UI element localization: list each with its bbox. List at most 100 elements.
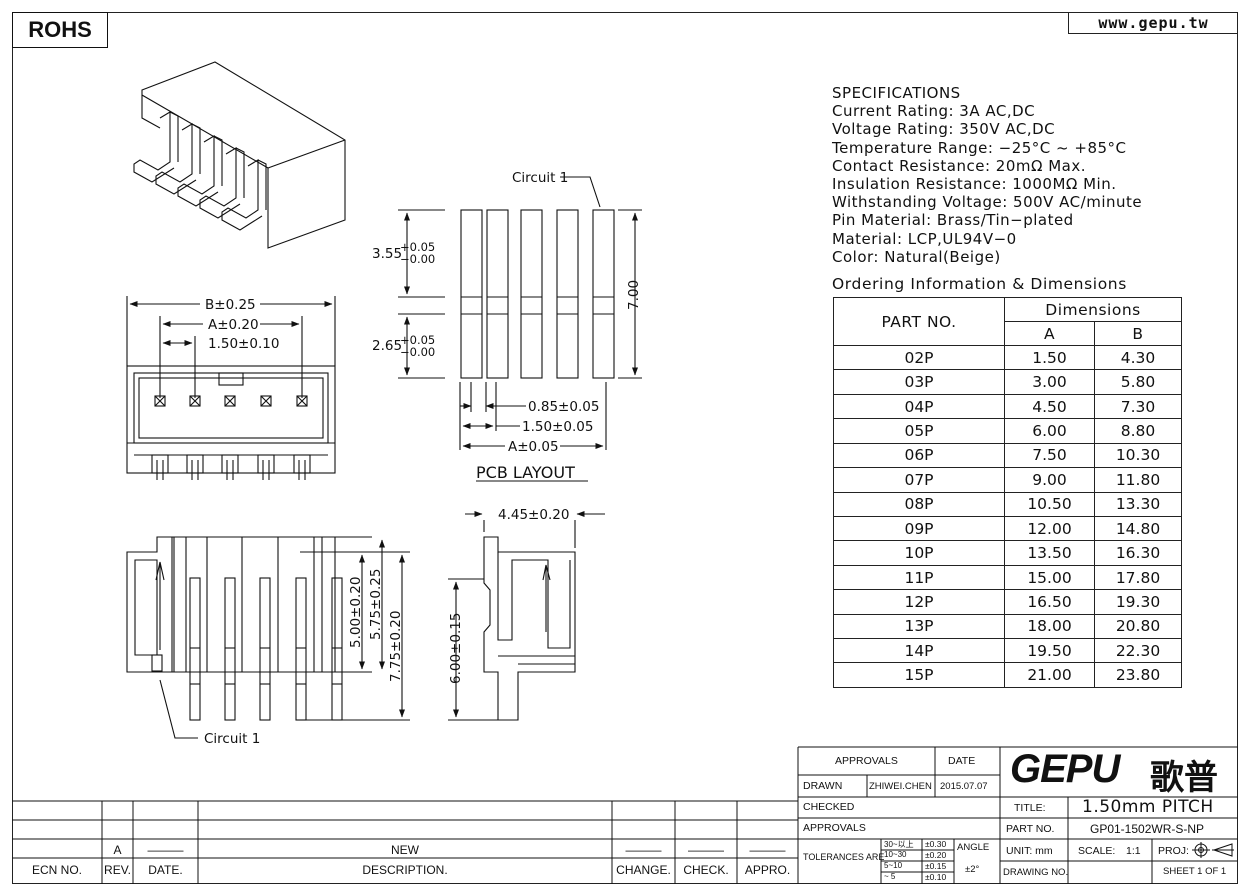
spec-line-insulation: Insulation Resistance: 1000MΩ Min. (832, 175, 1117, 194)
dim-a-cell: 15.00 (1004, 564, 1095, 591)
dim-b-cell: 17.80 (1094, 564, 1182, 591)
top-view (126, 296, 336, 480)
dim-a-cell: 1.50 (1004, 344, 1095, 371)
projection-symbol-icon (1192, 842, 1234, 858)
spec-line-material: Material: LCP,UL94V−0 (832, 229, 1017, 248)
dim-500-label: 5.00±0.20 (348, 577, 364, 648)
sheet-label: SHEET 1 OF 1 (1163, 866, 1227, 877)
top-view-pin-leg (226, 460, 234, 480)
gepu-logo-cjk: 歌普 (1150, 758, 1218, 798)
dim-a-cell: 21.00 (1004, 662, 1095, 688)
isometric-pin-edge (169, 111, 179, 162)
ecn-rev-header: REV. (104, 863, 131, 877)
top-view-pin-foot (186, 454, 204, 474)
checked-label: CHECKED (803, 801, 855, 813)
dim-a-cell: 12.00 (1004, 515, 1095, 542)
part-no-cell: 02P (833, 344, 1005, 371)
part-no-value[interactable]: GP01-1502WR-S-NP (1090, 822, 1205, 836)
top-view-contact-cross (189, 395, 201, 407)
isometric-pin (133, 111, 175, 183)
dim-085-label: 0.85±0.05 (528, 399, 599, 415)
part-no-cell: 10P (833, 540, 1005, 566)
spec-line-color: Color: Natural(Beige) (832, 247, 1001, 266)
ecn-appro-header: APPRO. (744, 863, 791, 877)
title-label: TITLE: (1014, 802, 1046, 814)
spec-line-withstanding: Withstanding Voltage: 500V AC/minute (832, 193, 1143, 212)
drawn-label: DRAWN (803, 780, 843, 792)
isometric-pin (221, 159, 263, 231)
top-view-pin-leg (191, 460, 199, 480)
angle-value: ±2° (965, 864, 980, 875)
part-no-label: PART NO. (1006, 823, 1055, 835)
tol-value-4: ±0.10 (925, 872, 947, 882)
pcb-pad (460, 209, 483, 379)
part-no-cell: 14P (833, 638, 1005, 664)
top-view-pin-leg (298, 460, 306, 480)
dim-575-label: 5.75±0.25 (368, 569, 384, 640)
side-view (448, 511, 605, 721)
spec-line-voltage: Voltage Rating: 350V AC,DC (832, 120, 1056, 139)
circuit1-top-label: Circuit 1 (512, 170, 568, 186)
top-view-contact-cross (260, 395, 272, 407)
tol-value-3: ±0.15 (925, 861, 947, 871)
tol-range-3: 5~10 (884, 861, 903, 870)
dim-b-cell: 4.30 (1094, 344, 1182, 371)
tol-range-2: 10~30 (884, 850, 907, 859)
part-no-header: PART NO. (833, 297, 1005, 346)
dim-a-cell: 19.50 (1004, 638, 1095, 664)
title-value[interactable]: 1.50mm PITCH (1082, 797, 1214, 817)
part-no-cell: 08P (833, 491, 1005, 517)
ordering-heading: Ordering Information & Dimensions (832, 275, 1127, 293)
part-no-cell: 04P (833, 393, 1005, 420)
approvals-label: APPROVALS (803, 822, 866, 834)
ecn-description-header: DESCRIPTION. (362, 863, 448, 877)
pcb-layout-view (398, 176, 642, 482)
spec-line-temperature: Temperature Range: −25°C ~ +85°C (832, 138, 1127, 157)
dim-b-cell: 22.30 (1094, 638, 1182, 664)
dim-a-cell: 3.00 (1004, 369, 1095, 395)
drawing-no-label: DRAWING NO. (1003, 867, 1069, 878)
ecn-no-header: ECN NO. (31, 863, 82, 877)
ecn-date-header: DATE. (148, 863, 183, 877)
dim-a-pcb-label: A±0.05 (508, 439, 559, 455)
isometric-pin-edge (257, 159, 267, 210)
drawn-by[interactable]: ZHIWEI.CHEN (869, 781, 932, 792)
dim-b-label: B±0.25 (205, 297, 256, 313)
tol-range-1: 30~以上 (884, 840, 914, 849)
specifications-title: SPECIFICATIONS (832, 84, 961, 102)
part-no-cell: 15P (833, 662, 1005, 688)
dim-b-cell: 5.80 (1094, 369, 1182, 395)
dim-150-label: 1.50±0.10 (208, 336, 279, 352)
top-view-contact (224, 395, 236, 407)
ecn-description-value: NEW (391, 843, 419, 857)
dim-150-pcb-label: 1.50±0.05 (522, 419, 593, 435)
dim-600-label: 6.00±0.15 (448, 613, 464, 684)
top-view-pin-foot (257, 454, 275, 474)
isometric-pin (155, 123, 197, 195)
top-view-contact-cross (224, 395, 236, 407)
website-url[interactable]: www.gepu.tw (1068, 12, 1238, 34)
part-no-cell: 05P (833, 418, 1005, 444)
ecn-rev-value: A (113, 843, 122, 857)
ecn-appro-dash: ——— (749, 843, 786, 857)
specifications-block: SPECIFICATIONS Current Rating: 3A AC,DC … (832, 84, 1142, 266)
top-view-pin-leg (262, 460, 270, 480)
dim-355-plus-tol: +0.05 (400, 240, 435, 254)
drawn-date[interactable]: 2015.07.07 (940, 781, 988, 792)
title-block-grid (797, 746, 1238, 884)
dim-355-value: 3.55 (372, 246, 402, 262)
dim-b-cell: 23.80 (1094, 662, 1182, 688)
dim-265-plus-tol: +0.05 (400, 333, 435, 347)
circuit1-bottom-label: Circuit 1 (204, 731, 260, 747)
part-no-cell: 07P (833, 467, 1005, 493)
top-view-pin-foot (293, 454, 311, 474)
ecn-date-dash: ——— (147, 843, 184, 857)
